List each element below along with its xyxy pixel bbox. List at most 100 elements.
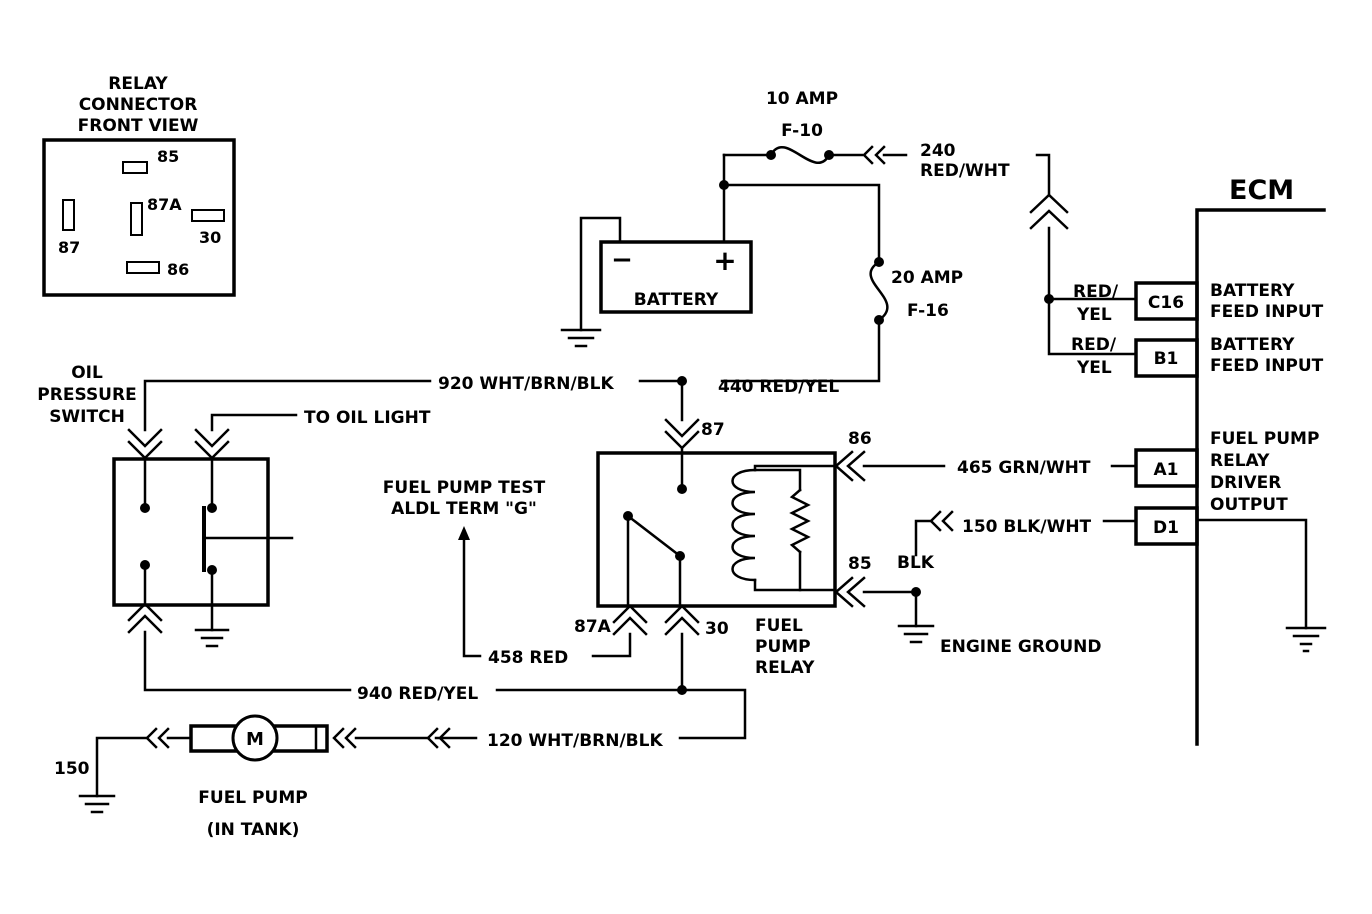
relay-resistor: [789, 488, 811, 554]
oil-switch-ground-icon: [194, 628, 230, 648]
to-oil-light-label: TO OIL LIGHT: [304, 408, 431, 428]
relay-connector-title-line-2: CONNECTOR: [79, 95, 198, 115]
ecm-terminal-b1-label: B1: [1154, 349, 1179, 369]
wire-b1-color-line-1: RED/: [1071, 335, 1117, 355]
relay-outline: [596, 451, 837, 608]
relay-connector-title-line-3: FRONT VIEW: [78, 116, 199, 136]
fuse-f16-rating: 20 AMP: [891, 268, 963, 288]
battery-label: BATTERY: [634, 290, 719, 310]
wire-240-number: 240: [920, 141, 956, 161]
connector-pin-30-label: 30: [199, 228, 221, 247]
oil-switch-label-line-3: SWITCH: [49, 407, 125, 427]
relay-pin-87a-label: 87A: [574, 617, 612, 637]
ecm-terminal-d1: [1134, 506, 1199, 546]
blk-wire-label: BLK: [897, 553, 935, 573]
test-term-line-1: FUEL PUMP TEST: [383, 478, 546, 498]
relay-pin-87-label: 87: [701, 420, 725, 440]
oil-switch-label-line-1: OIL: [71, 363, 103, 383]
relay-label-line-3: RELAY: [755, 658, 815, 678]
oil-pressure-switch: 920 WHT/BRN/BLK OIL PRESSURE SWITCH TO O…: [37, 363, 684, 704]
relay-pin-30-label: 30: [705, 619, 729, 639]
battery-ground-icon: [560, 328, 602, 348]
wire-940-label: 940 RED/YEL: [357, 684, 478, 704]
pump-motor: [231, 714, 279, 762]
ecm: ECM BATTERY RED/ YEL RED/ YEL C16 B1 A1 …: [1029, 153, 1327, 746]
relay-pin-85-label: 85: [848, 554, 872, 574]
oil-switch-bottom-connector-icon: [127, 602, 163, 634]
connector-pin-85-label: 85: [157, 147, 179, 166]
oil-switch-top-right-connector-icon: [194, 428, 230, 460]
pump-left-connector-icon: [145, 727, 170, 749]
ecm-ground-icon: [1285, 626, 1327, 653]
relay-pin-87-connector-icon: [664, 418, 700, 450]
fuel-pump: 120 WHT/BRN/BLK M 150 FUEL PUMP (IN TANK…: [54, 688, 747, 840]
pump-ground-icon: [78, 794, 116, 814]
fuel-pump-relay: 87 86 465 GRN/WHT 85 BLK: [488, 376, 1138, 695]
wire-458-label: 458 RED: [488, 648, 568, 668]
connector-pin-87a: [130, 202, 143, 236]
ecm-b1-desc-line-1: BATTERY: [1210, 335, 1295, 355]
ecm-a1-desc-line-2: RELAY: [1210, 451, 1270, 471]
connector-pin-87a-label: 87A: [147, 195, 182, 214]
relay-pin-30-connector-icon: [664, 604, 700, 636]
wire-c16-color-line-2: YEL: [1076, 305, 1112, 325]
ecm-terminal-d1-label: D1: [1153, 518, 1179, 538]
wire-440-label: 440 RED/YEL: [718, 377, 839, 397]
relay-pin-86-label: 86: [848, 429, 872, 449]
ecm-outline: [1195, 208, 1326, 746]
relay-pin-87a-connector-icon: [612, 604, 648, 636]
ecm-c16-desc-line-1: BATTERY: [1210, 281, 1295, 301]
test-term-line-2: ALDL TERM "G": [391, 499, 537, 519]
ecm-terminal-c16-label: C16: [1148, 293, 1184, 313]
ecm-title: ECM: [1229, 175, 1294, 206]
battery-negative-sign: −: [611, 245, 633, 275]
ecm-a1-desc-line-4: OUTPUT: [1210, 495, 1288, 515]
battery-outline: [599, 240, 753, 314]
fuse-f10: 10 AMP F-10 240 RED/WHT: [722, 89, 1010, 181]
wire-465-label: 465 GRN/WHT: [957, 458, 1091, 478]
fuel-pump-label-line-1: FUEL PUMP: [198, 788, 307, 808]
oil-switch-outline: [112, 457, 270, 607]
relay-coil: [731, 468, 757, 582]
ecm-terminal-a1-label: A1: [1154, 460, 1179, 480]
connector-240-icon: [862, 145, 886, 165]
wire-150-blk-label: 150 BLK/WHT: [962, 517, 1092, 537]
engine-ground-label: ENGINE GROUND: [940, 637, 1102, 657]
ecm-a1-desc-line-3: DRIVER: [1210, 473, 1281, 493]
connector-pin-85: [122, 161, 148, 174]
fuel-pump-test-term: FUEL PUMP TEST ALDL TERM "G": [383, 478, 546, 658]
fuse-f16-name: F-16: [907, 301, 949, 321]
oil-switch-top-left-connector-icon: [127, 428, 163, 460]
ecm-a1-desc-line-1: FUEL PUMP: [1210, 429, 1319, 449]
pump-inner-connector-icon: [332, 727, 357, 749]
relay-connector-title-line-1: RELAY: [108, 74, 168, 94]
connector-pin-86-label: 86: [167, 260, 189, 279]
ecm-c16-desc-line-2: FEED INPUT: [1210, 302, 1324, 322]
relay-pin-85-connector-icon: [834, 576, 866, 608]
wire-920-label: 920 WHT/BRN/BLK: [438, 374, 614, 394]
battery-positive-sign: +: [713, 244, 736, 277]
wire-150-label: 150: [54, 759, 90, 779]
fuse-f16: 20 AMP F-16 440 RED/YEL: [718, 183, 963, 397]
battery-ground-wire: [579, 216, 622, 332]
connector-pin-87: [62, 199, 75, 231]
relay-connector-outline: [42, 138, 236, 297]
fuel-pump-label-line-2: (IN TANK): [207, 820, 300, 840]
ecm-terminal-c16: [1134, 281, 1199, 321]
connector-pin-30: [191, 209, 225, 222]
fuse-f10-rating: 10 AMP: [766, 89, 838, 109]
relay-label-line-2: PUMP: [755, 637, 811, 657]
connector-pin-86: [126, 261, 160, 274]
connector-pin-87-label: 87: [58, 238, 80, 257]
test-term-arrow-icon: [458, 526, 470, 540]
ecm-b1-desc-line-2: FEED INPUT: [1210, 356, 1324, 376]
connector-ecm-feed-icon: [1029, 193, 1069, 230]
wire-120-label: 120 WHT/BRN/BLK: [487, 731, 663, 751]
oil-switch-label-line-2: PRESSURE: [37, 385, 136, 405]
pump-motor-symbol: M: [246, 729, 264, 750]
battery: − + BATTERY: [560, 153, 753, 348]
wire-c16-color-line-1: RED/: [1073, 282, 1119, 302]
connector-150-blk-icon: [929, 510, 954, 532]
engine-ground-icon: [897, 624, 935, 644]
